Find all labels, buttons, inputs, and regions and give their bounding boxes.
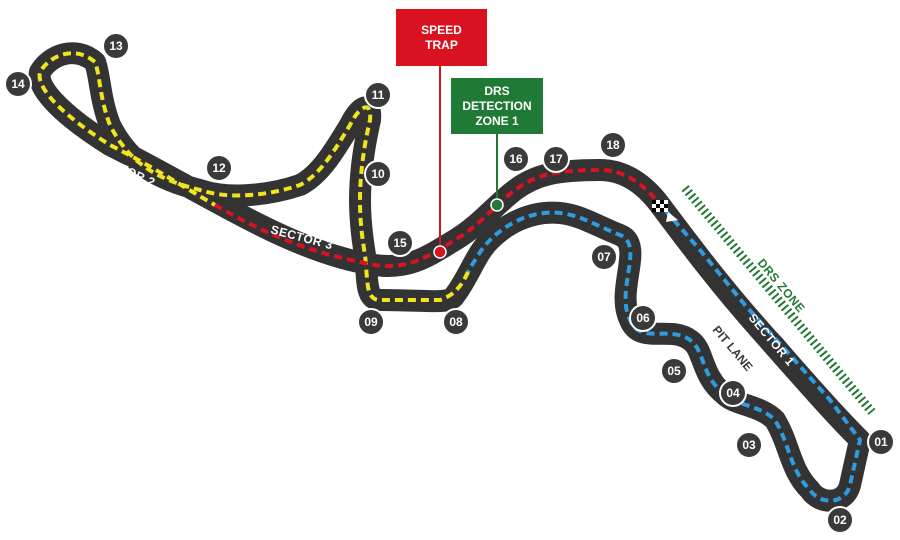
svg-text:10: 10: [371, 167, 385, 181]
corner-01: 01: [867, 428, 895, 456]
svg-text:16: 16: [509, 152, 523, 166]
svg-text:18: 18: [606, 138, 620, 152]
drs-detection-line2: DETECTION: [462, 98, 532, 113]
sector-3-line: [213, 167, 662, 268]
corner-08: 08: [442, 308, 470, 336]
svg-text:05: 05: [667, 364, 681, 378]
corner-18: 18: [599, 131, 627, 159]
corner-03: 03: [735, 431, 763, 459]
svg-text:03: 03: [742, 438, 756, 452]
sector-1-label: SECTOR 1: [746, 311, 798, 369]
svg-text:01: 01: [874, 435, 888, 449]
start-finish-flag-icon: [652, 200, 678, 222]
svg-text:13: 13: [109, 39, 123, 53]
corner-05: 05: [660, 357, 688, 385]
svg-text:17: 17: [549, 152, 563, 166]
corner-04: 04: [719, 379, 747, 407]
svg-text:12: 12: [212, 161, 226, 175]
speed-trap-pin: [433, 245, 447, 259]
speed-trap-line1: SPEED: [421, 22, 462, 37]
svg-text:15: 15: [393, 236, 407, 250]
sector-1-line: [466, 208, 863, 503]
drs-zone-label: DRS ZONE: [755, 256, 808, 316]
corner-14: 14: [4, 70, 32, 98]
svg-text:06: 06: [636, 311, 650, 325]
sector-2-line: [37, 51, 470, 302]
corner-06: 06: [629, 304, 657, 332]
corner-02: 02: [826, 506, 854, 534]
corner-15: 15: [386, 229, 414, 257]
corner-07: 07: [590, 243, 618, 271]
corner-10: 10: [364, 160, 392, 188]
drs-zone-marker: [681, 185, 876, 415]
drs-detection-line3: ZONE 1: [475, 113, 519, 128]
drs-detection-callout: DRS DETECTION ZONE 1: [451, 78, 543, 134]
corner-09: 09: [357, 308, 385, 336]
speed-trap-line2: TRAP: [425, 37, 458, 52]
svg-text:02: 02: [833, 513, 847, 527]
svg-text:04: 04: [726, 386, 740, 400]
svg-text:08: 08: [449, 315, 463, 329]
corner-17: 17: [542, 145, 570, 173]
corner-11: 11: [364, 81, 392, 109]
svg-text:11: 11: [372, 88, 385, 102]
speed-trap-callout: SPEED TRAP: [396, 9, 487, 66]
drs-detection-pin: [490, 198, 504, 212]
corner-12: 12: [205, 154, 233, 182]
corner-16: 16: [502, 145, 530, 173]
svg-text:09: 09: [364, 315, 378, 329]
corner-13: 13: [102, 32, 130, 60]
drs-detection-line1: DRS: [484, 83, 510, 98]
track-outline: [28, 42, 871, 512]
svg-text:14: 14: [11, 77, 25, 91]
svg-text:07: 07: [597, 250, 611, 264]
